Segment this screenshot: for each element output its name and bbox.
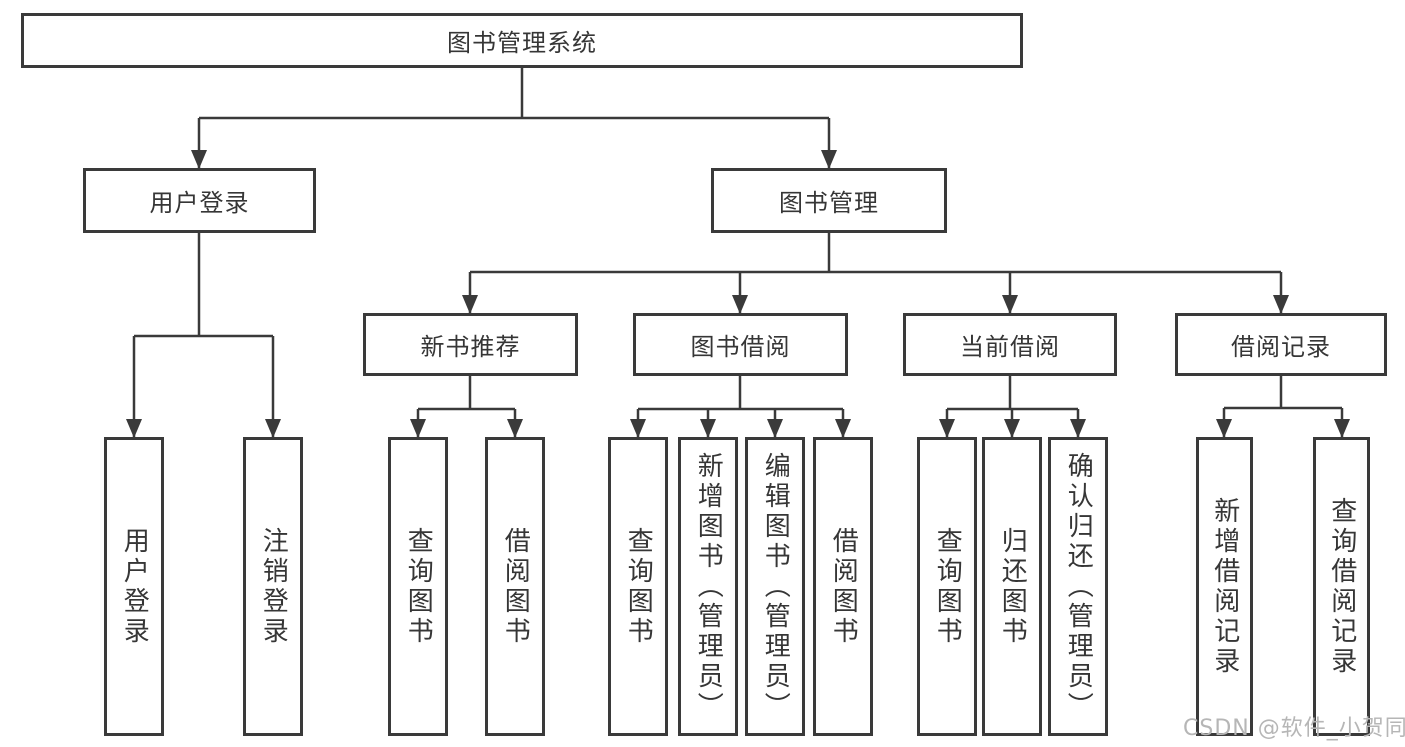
node-user-login: 用户登录	[83, 168, 316, 233]
node-label: 确认归还（管理员）	[1063, 451, 1094, 722]
node-label: 查询借阅记录	[1326, 496, 1357, 677]
node-label: 用户登录	[149, 189, 250, 217]
leaf-query-books-recommend: 查询图书	[388, 437, 448, 736]
node-new-book-recommendation: 新书推荐	[363, 313, 578, 376]
node-label: 当前借阅	[960, 333, 1060, 361]
node-label: 图书管理系统	[447, 29, 597, 57]
node-label: 查询图书	[403, 526, 434, 647]
node-label: 图书管理	[779, 189, 879, 217]
leaf-add-borrow-record: 新增借阅记录	[1196, 437, 1253, 736]
leaf-borrow-books-borrowing: 借阅图书	[813, 437, 873, 736]
node-label: 查询图书	[932, 526, 963, 647]
node-label: 查询图书	[623, 526, 654, 647]
node-current-borrowing: 当前借阅	[903, 313, 1117, 376]
node-book-borrowing: 图书借阅	[633, 313, 848, 376]
leaf-edit-book-admin: 编辑图书（管理员）	[745, 437, 805, 736]
node-label: 注销登录	[258, 526, 289, 647]
node-label: 图书借阅	[690, 333, 791, 361]
leaf-return-book: 归还图书	[982, 437, 1042, 736]
watermark: CSDN @软件_小贺同学	[1183, 716, 1405, 741]
leaf-confirm-return-admin: 确认归还（管理员）	[1048, 437, 1108, 736]
node-label: 新增图书（管理员）	[693, 451, 724, 722]
leaf-logout: 注销登录	[243, 437, 303, 736]
node-label: 新增借阅记录	[1209, 496, 1240, 677]
node-root-system: 图书管理系统	[21, 13, 1023, 68]
node-label: 借阅记录	[1231, 333, 1331, 361]
node-label: 编辑图书（管理员）	[760, 451, 791, 722]
node-book-management: 图书管理	[711, 168, 947, 233]
leaf-user-login: 用户登录	[104, 437, 164, 736]
node-label: 归还图书	[997, 526, 1028, 647]
node-label: 借阅图书	[828, 526, 859, 647]
node-label: 新书推荐	[420, 333, 521, 361]
node-label: 用户登录	[119, 526, 150, 647]
leaf-borrow-books-recommend: 借阅图书	[485, 437, 545, 736]
leaf-query-books-borrowing: 查询图书	[608, 437, 668, 736]
leaf-query-borrow-record: 查询借阅记录	[1313, 437, 1370, 736]
node-label: 借阅图书	[500, 526, 531, 647]
leaf-add-book-admin: 新增图书（管理员）	[678, 437, 738, 736]
node-borrowing-records: 借阅记录	[1175, 313, 1387, 376]
leaf-query-books-current: 查询图书	[917, 437, 977, 736]
